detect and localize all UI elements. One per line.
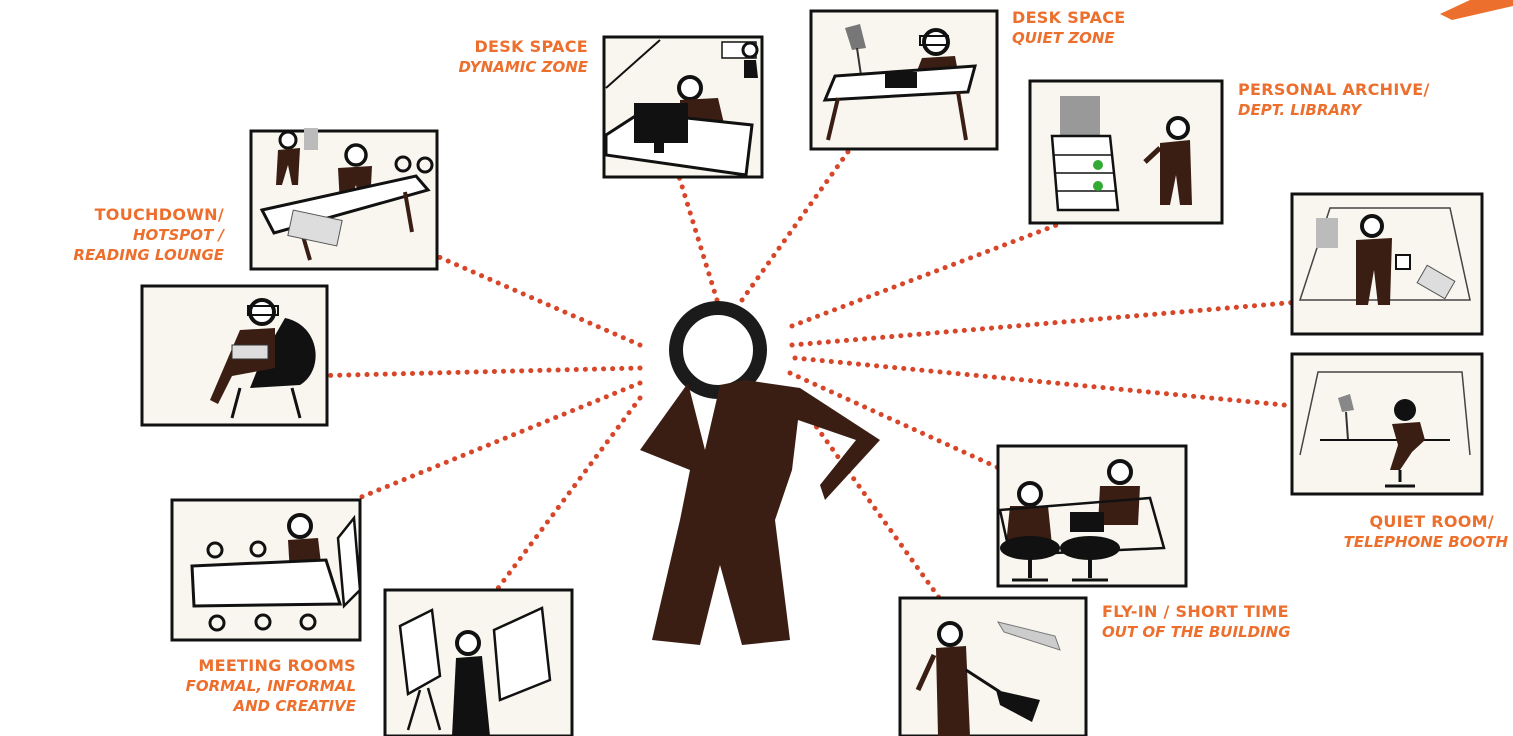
label-desk-quiet: DESK SPACE QUIET ZONE: [1012, 8, 1126, 48]
central-person-head: [676, 308, 760, 392]
label-quiet-room-line2: TELEPHONE BOOTH: [1290, 532, 1508, 552]
label-quiet-room-line1: QUIET ROOM/: [1290, 512, 1494, 532]
panel-desk-dynamic: [604, 37, 762, 177]
connector-phone-booth-upper: [792, 300, 1322, 345]
panel-creative: [385, 590, 572, 736]
label-desk-dynamic-line1: DESK SPACE: [408, 37, 588, 57]
label-touchdown-line3: READING LOUNGE: [20, 245, 224, 265]
label-archive: PERSONAL ARCHIVE/ DEPT. LIBRARY: [1238, 80, 1430, 120]
panel-touchdown: [251, 128, 437, 269]
panel-lounge: [142, 286, 327, 425]
label-meeting-line2: FORMAL, INFORMAL: [120, 676, 356, 696]
panel-quiet-room: [1292, 354, 1482, 494]
label-quiet-room: QUIET ROOM/ TELEPHONE BOOTH: [1290, 512, 1508, 552]
panel-phone-booth: [1292, 194, 1482, 334]
panel-meeting: [172, 500, 360, 640]
label-desk-quiet-line1: DESK SPACE: [1012, 8, 1126, 28]
label-touchdown: TOUCHDOWN/ HOTSPOT / READING LOUNGE: [20, 205, 224, 265]
label-touchdown-line1: TOUCHDOWN/: [20, 205, 224, 225]
connector-phone-booth-lower: [795, 358, 1315, 408]
label-flyin-line2: OUT OF THE BUILDING: [1102, 622, 1291, 642]
label-desk-dynamic: DESK SPACE DYNAMIC ZONE: [408, 37, 588, 77]
label-meeting: MEETING ROOMS FORMAL, INFORMAL AND CREAT…: [120, 656, 356, 716]
connector-desk-dynamic: [677, 170, 717, 300]
label-meeting-line3: AND CREATIVE: [120, 696, 356, 716]
connector-archive: [792, 218, 1075, 326]
label-desk-dynamic-line2: DYNAMIC ZONE: [408, 57, 588, 77]
central-person-body: [640, 380, 880, 645]
label-flyin: FLY-IN / SHORT TIME OUT OF THE BUILDING: [1102, 602, 1291, 642]
panel-desk-quiet: [811, 11, 997, 149]
label-desk-quiet-line2: QUIET ZONE: [1012, 28, 1126, 48]
label-archive-line1: PERSONAL ARCHIVE/: [1238, 80, 1430, 100]
connector-meeting: [354, 383, 640, 500]
label-meeting-line1: MEETING ROOMS: [120, 656, 356, 676]
central-person-figure: [640, 308, 880, 645]
label-touchdown-line2: HOTSPOT /: [20, 225, 224, 245]
panel-flyin-desk: [998, 446, 1186, 586]
panel-archive: [1030, 81, 1222, 223]
panel-out-of-building: [900, 598, 1086, 736]
label-flyin-line1: FLY-IN / SHORT TIME: [1102, 602, 1291, 622]
connector-creative: [487, 398, 640, 603]
corner-arrow-fragment: [1440, 0, 1513, 20]
label-archive-line2: DEPT. LIBRARY: [1238, 100, 1430, 120]
